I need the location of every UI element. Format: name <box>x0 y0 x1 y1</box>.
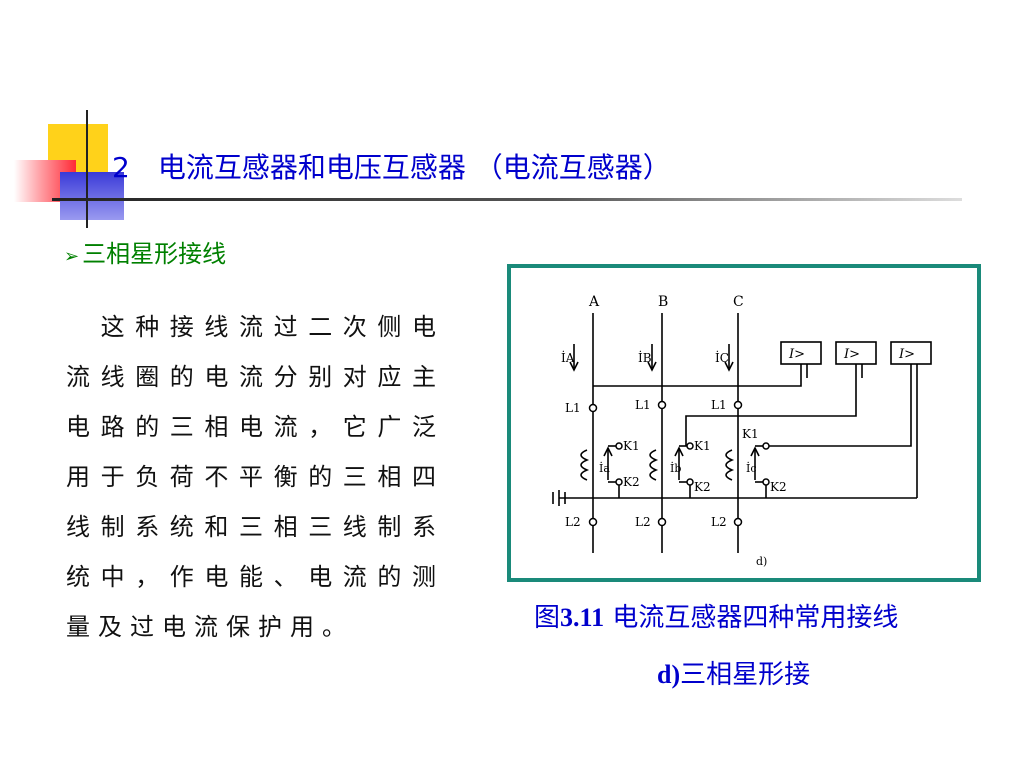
relay-1-label: I> <box>788 347 805 362</box>
caption-sub-text: 三相星形接 <box>680 660 811 690</box>
relay-3-label: I> <box>898 347 915 362</box>
secondary-b-label: İb <box>670 461 681 475</box>
decor-blue-square <box>60 172 124 220</box>
phase-c-label: C <box>733 294 744 310</box>
arrow-bullet-icon: ➢ <box>64 246 80 267</box>
caption-sub-prefix: d) <box>657 660 681 689</box>
circuit-figure: A B C İA İB İC I> I> I> L1 L1 L1 K1 K1 K… <box>507 264 981 582</box>
figure-caption-line1: 图3.11 电流互感器四种常用接线 <box>534 597 898 634</box>
l1-b-label: L1 <box>635 398 651 412</box>
current-b-label: İB <box>638 350 652 365</box>
l1-c-label: L1 <box>711 398 727 412</box>
current-c-label: İC <box>715 350 729 365</box>
secondary-c-label: İc <box>746 461 757 475</box>
bullet-text: 三相星形接线 <box>82 240 227 268</box>
phase-b-label: B <box>658 294 668 310</box>
k2-b-label: K2 <box>694 480 711 494</box>
figure-sub-label: d) <box>756 555 767 568</box>
l2-b-label: L2 <box>635 515 651 529</box>
k2-a-label: K2 <box>623 475 640 489</box>
k1-a-label: K1 <box>623 439 640 453</box>
caption-number: 3.11 <box>560 603 605 632</box>
relay-2-label: I> <box>843 347 860 362</box>
body-paragraph: 这种接线流过二次侧电流线圈的电流分别对应主电路的三相电流，它广泛用于负荷不平衡的… <box>66 313 444 641</box>
k1-b-label: K1 <box>694 439 711 453</box>
l2-a-label: L2 <box>565 515 581 529</box>
current-a-label: İA <box>561 350 575 365</box>
decor-vertical-line <box>86 110 88 228</box>
slide-title: 2 电流互感器和电压互感器 （电流互感器） <box>112 151 671 184</box>
phase-a-label: A <box>588 294 600 310</box>
circuit-diagram: A B C İA İB İC I> I> I> L1 L1 L1 K1 K1 K… <box>552 294 932 568</box>
bullet-heading: ➢三相星形接线 <box>64 234 226 269</box>
l2-c-label: L2 <box>711 515 727 529</box>
title-underline <box>52 198 962 201</box>
figure-caption-line2: d)三相星形接 <box>657 654 810 691</box>
secondary-a-label: İa <box>599 461 610 475</box>
l1-a-label: L1 <box>565 401 581 415</box>
caption-text: 电流互感器四种常用接线 <box>604 603 899 633</box>
caption-prefix: 图 <box>534 603 561 633</box>
k2-c-label: K2 <box>770 480 787 494</box>
k1-c-label: K1 <box>742 427 759 441</box>
